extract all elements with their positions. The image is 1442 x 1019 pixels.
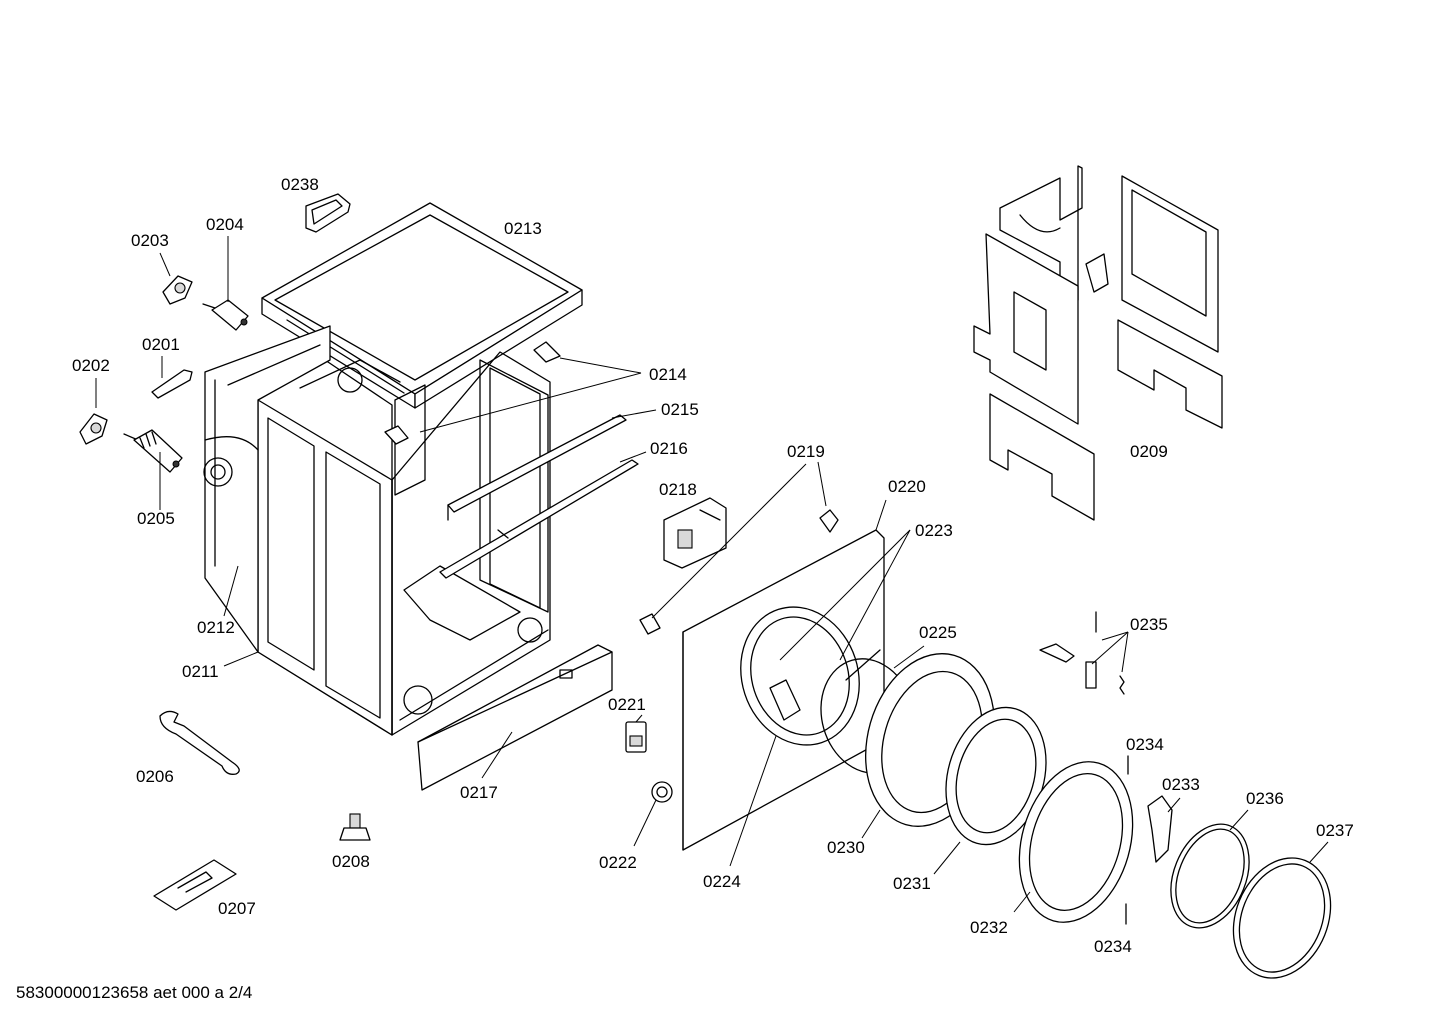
callout-0209: 0209 (1130, 442, 1168, 461)
document-id: 58300000123658 aet 000 a 2/4 (16, 983, 252, 1002)
callout-0201: 0201 (142, 335, 180, 354)
callout-0237: 0237 (1316, 821, 1354, 840)
part-0238-handle (305, 193, 351, 233)
part-0217-plinth (417, 644, 613, 791)
part-0236-gasket (1170, 823, 1250, 929)
part-0224-front-panel (682, 529, 885, 851)
part-0219-clip (639, 509, 839, 635)
callout-0214: 0214 (649, 365, 687, 384)
part-0204-damper (202, 299, 249, 331)
part-0222-knob (651, 781, 673, 803)
part-0215-rail (447, 414, 627, 521)
part-0218-door-lock (663, 497, 727, 569)
part-0234-pin (1125, 755, 1129, 925)
callout-0218: 0218 (659, 480, 697, 499)
callout-0224: 0224 (703, 872, 741, 891)
part-0211-cabinet (257, 351, 551, 736)
leader-lines (95, 236, 1329, 913)
part-0233-hinge (1147, 795, 1173, 863)
part-0208-foot (339, 813, 371, 841)
part-0205-damper (123, 429, 183, 473)
part-0202-cap (79, 413, 108, 445)
callout-0219: 0219 (787, 442, 825, 461)
callout-0222: 0222 (599, 853, 637, 872)
callout-0221: 0221 (608, 695, 646, 714)
callout-0216: 0216 (650, 439, 688, 458)
callout-0225: 0225 (919, 623, 957, 642)
part-0216-rail (439, 459, 639, 579)
callout-0207: 0207 (218, 899, 256, 918)
part-0214-clamp (384, 341, 561, 445)
callout-0213: 0213 (504, 219, 542, 238)
callout-0203: 0203 (131, 231, 169, 250)
callout-0205: 0205 (137, 509, 175, 528)
part-0235-hardware (1039, 611, 1125, 695)
part-0213-top-cover (261, 202, 583, 409)
callout-labels: 0203 0204 0238 0213 0201 0202 0205 0212 … (72, 175, 1354, 956)
callout-0215: 0215 (661, 400, 699, 419)
callout-0217: 0217 (460, 783, 498, 802)
callout-0232: 0232 (970, 918, 1008, 937)
callout-0235: 0235 (1130, 615, 1168, 634)
callout-0208: 0208 (332, 852, 370, 871)
part-0232-outer-ring (1018, 761, 1134, 923)
part-0231-door-bowl (945, 706, 1047, 846)
callout-0223: 0223 (915, 521, 953, 540)
part-0221-plug (625, 721, 647, 753)
part-0237-gasket (1232, 857, 1332, 979)
part-0207-plate (153, 859, 237, 911)
part-0209-packaging (973, 165, 1223, 521)
callout-0238: 0238 (281, 175, 319, 194)
callout-0230: 0230 (827, 838, 865, 857)
callout-0212: 0212 (197, 618, 235, 637)
callout-0202: 0202 (72, 356, 110, 375)
part-0206-spanner (159, 710, 240, 775)
callout-0231: 0231 (893, 874, 931, 893)
callout-0236: 0236 (1246, 789, 1284, 808)
part-0201-bracket (151, 369, 193, 399)
callout-0211: 0211 (182, 662, 219, 681)
callout-0204: 0204 (206, 215, 244, 234)
part-0203-cap (162, 275, 193, 305)
callout-0234-lower: 0234 (1094, 937, 1132, 956)
callout-0233: 0233 (1162, 775, 1200, 794)
callout-0234-upper: 0234 (1126, 735, 1164, 754)
callout-0206: 0206 (136, 767, 174, 786)
callout-0220: 0220 (888, 477, 926, 496)
